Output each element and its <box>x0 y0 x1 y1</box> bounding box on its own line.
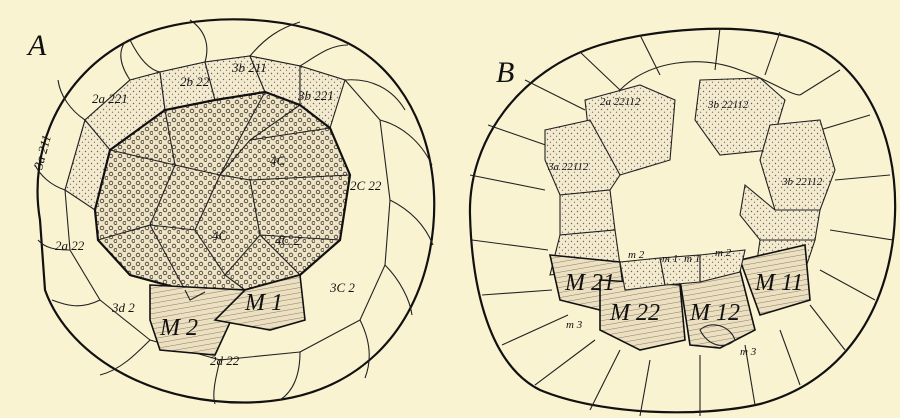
panel-a-title: A <box>26 29 47 62</box>
label-m22: M 22 <box>609 300 660 326</box>
label-m11: M 11 <box>754 270 803 296</box>
label-4c-center: 4C <box>212 228 228 243</box>
label-3a211: 3a 211 <box>30 133 54 171</box>
label-m21: M 21 <box>564 270 615 296</box>
label-m3-right: m 3 <box>740 346 757 358</box>
label-m1-a: m 1 <box>662 253 678 265</box>
label-m1-b: m 1 <box>684 253 700 265</box>
label-m2-right: m 2 <box>715 247 732 259</box>
label-m12: M 12 <box>689 300 740 326</box>
panel-b-m-cells <box>550 245 810 350</box>
label-3b221: 3b 221 <box>297 88 334 103</box>
label-m3-left: m 3 <box>566 319 583 331</box>
label-3b22112-top: 3b 22112 <box>707 99 749 111</box>
label-3c2: 3C 2 <box>329 280 355 295</box>
label-2a22: 2a 22 <box>55 238 85 253</box>
panel-a: A <box>26 19 434 404</box>
label-2d22: 2d 22 <box>210 353 240 368</box>
label-2a22112: 2a 22112 <box>600 96 641 108</box>
panel-b-stippled-left <box>545 85 675 275</box>
panel-b-outer-cells <box>470 28 893 416</box>
panel-b-outline <box>470 29 895 413</box>
label-4c2: 4C 2 <box>275 233 300 248</box>
label-2a221: 2a 221 <box>92 91 128 106</box>
label-4c-top: 4C <box>270 153 286 168</box>
panel-b: B <box>470 28 895 416</box>
label-3b22112-right: 3b 22112 <box>781 176 823 188</box>
label-2c22: 2C 22 <box>350 178 382 193</box>
label-m1: M 1 <box>244 290 283 316</box>
label-2b22: 2b 22 <box>180 74 210 89</box>
label-3a22112: 3a 22112 <box>547 161 589 173</box>
label-3b211: 3b 211 <box>231 60 267 75</box>
label-m2-left: m 2 <box>628 249 645 261</box>
panel-b-title: B <box>496 56 514 89</box>
label-3d2: 3d 2 <box>111 300 135 315</box>
label-m2: M 2 <box>159 315 198 341</box>
